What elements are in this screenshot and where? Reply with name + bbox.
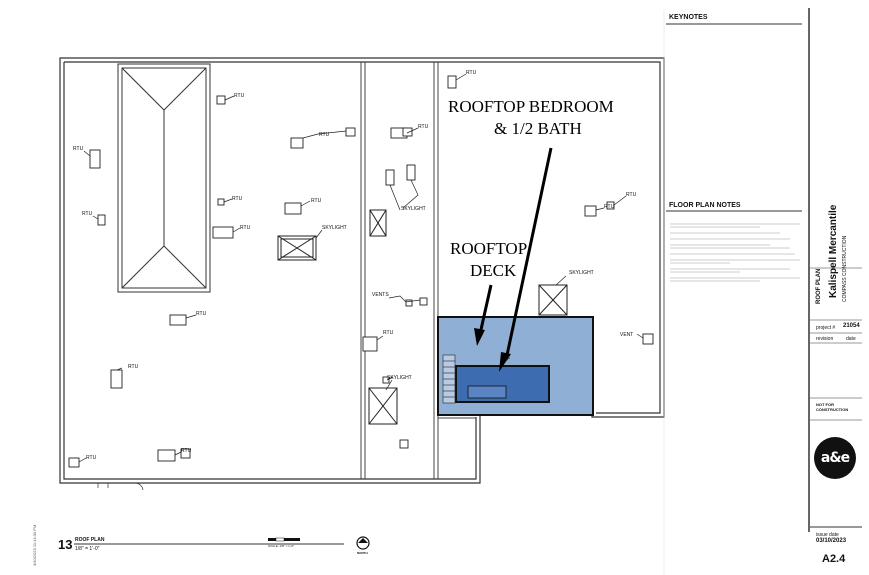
rtu-label: RTU bbox=[604, 204, 615, 210]
stair bbox=[442, 354, 456, 404]
rtu-label: RTU bbox=[234, 93, 245, 99]
scale-bar-label: SCALE: 1/8" = 1'-0" bbox=[268, 544, 295, 548]
skylight-label: SKYLIGHT bbox=[322, 225, 347, 231]
callout-arrowhead bbox=[474, 328, 485, 346]
drawing-title: ROOF PLAN bbox=[75, 537, 105, 543]
status-line1: NOT FOR bbox=[816, 402, 834, 407]
hip-roof-outline bbox=[117, 63, 211, 293]
issue-date: 03/10/2023 bbox=[816, 538, 847, 544]
skylight-symbol bbox=[277, 235, 317, 261]
revision-label: revision bbox=[816, 336, 834, 342]
plot-timestamp: 3/10/2023 11:14:30 PM bbox=[32, 524, 37, 566]
rtu-label: RTU bbox=[319, 132, 330, 138]
skylight-symbol bbox=[538, 284, 568, 316]
skylight-symbol bbox=[368, 387, 398, 425]
deck-callout: ROOFTOP DECK bbox=[450, 238, 527, 282]
floor-plan-notes-heading: FLOOR PLAN NOTES bbox=[669, 202, 741, 209]
bedroom-callout-line1: ROOFTOP BEDROOM bbox=[448, 97, 614, 116]
rtu-label: RTU bbox=[626, 192, 637, 198]
vents-label: VENTS bbox=[372, 292, 389, 298]
vent-label: VENT bbox=[620, 332, 634, 338]
rtu-label: RTU bbox=[232, 196, 243, 202]
rtu-label: RTU bbox=[181, 448, 192, 454]
deck-callout-line1: ROOFTOP bbox=[450, 239, 528, 258]
project-number-label: project # bbox=[816, 325, 836, 331]
rtu-label: RTU bbox=[73, 146, 84, 152]
bath-room bbox=[467, 385, 507, 399]
door-swing bbox=[97, 482, 144, 491]
rtu-label: RTU bbox=[82, 211, 93, 217]
callout-arrow bbox=[504, 147, 553, 361]
rtu-unit bbox=[68, 75, 654, 468]
skylight-symbol bbox=[369, 209, 387, 237]
skylight-label: SKYLIGHT bbox=[401, 206, 426, 212]
floor-plan-notes-list bbox=[670, 223, 800, 282]
drawing-number: 13 bbox=[58, 537, 73, 552]
skylight-label: SKYLIGHT bbox=[569, 270, 594, 276]
skylight-label: SKYLIGHT bbox=[387, 375, 412, 381]
rtu-label: RTU bbox=[418, 124, 429, 130]
sheet-title: ROOF PLAN bbox=[816, 268, 822, 304]
project-name: Kalispell Mercantile bbox=[828, 204, 839, 298]
company-name: COMPASS CONSTRUCTION bbox=[842, 235, 848, 302]
title-block-frame bbox=[663, 8, 862, 575]
drawing-scale: 1/8" = 1'-0" bbox=[75, 546, 100, 552]
scale-bar bbox=[268, 537, 300, 542]
rtu-label: RTU bbox=[86, 455, 97, 461]
deck-callout-line2: DECK bbox=[470, 261, 517, 280]
interior-wall bbox=[360, 62, 476, 479]
rtu-label: RTU bbox=[196, 311, 207, 317]
keynotes-heading: KEYNOTES bbox=[669, 14, 708, 21]
callout-arrow bbox=[478, 284, 493, 335]
status-line2: CONSTRUCTION bbox=[816, 407, 849, 412]
sheet-number: A2.4 bbox=[822, 553, 846, 565]
project-number: 21054 bbox=[843, 323, 860, 329]
callout-arrowhead bbox=[499, 352, 511, 372]
revision-date: date bbox=[846, 336, 856, 342]
bedroom-callout: ROOFTOP BEDROOM & 1/2 BATH bbox=[448, 96, 614, 140]
company-logo: a&e bbox=[814, 437, 856, 479]
leader-lines bbox=[78, 73, 644, 463]
issue-date-label: issue date bbox=[816, 532, 839, 538]
rtu-label: RTU bbox=[311, 198, 322, 204]
rtu-label: RTU bbox=[128, 364, 139, 370]
north-arrow-icon bbox=[356, 536, 370, 550]
rtu-label: RTU bbox=[466, 70, 477, 76]
north-label: NORTH bbox=[357, 551, 368, 555]
bedroom-callout-line2: & 1/2 BATH bbox=[494, 119, 582, 138]
rtu-label: RTU bbox=[240, 225, 251, 231]
rtu-label: RTU bbox=[383, 330, 394, 336]
